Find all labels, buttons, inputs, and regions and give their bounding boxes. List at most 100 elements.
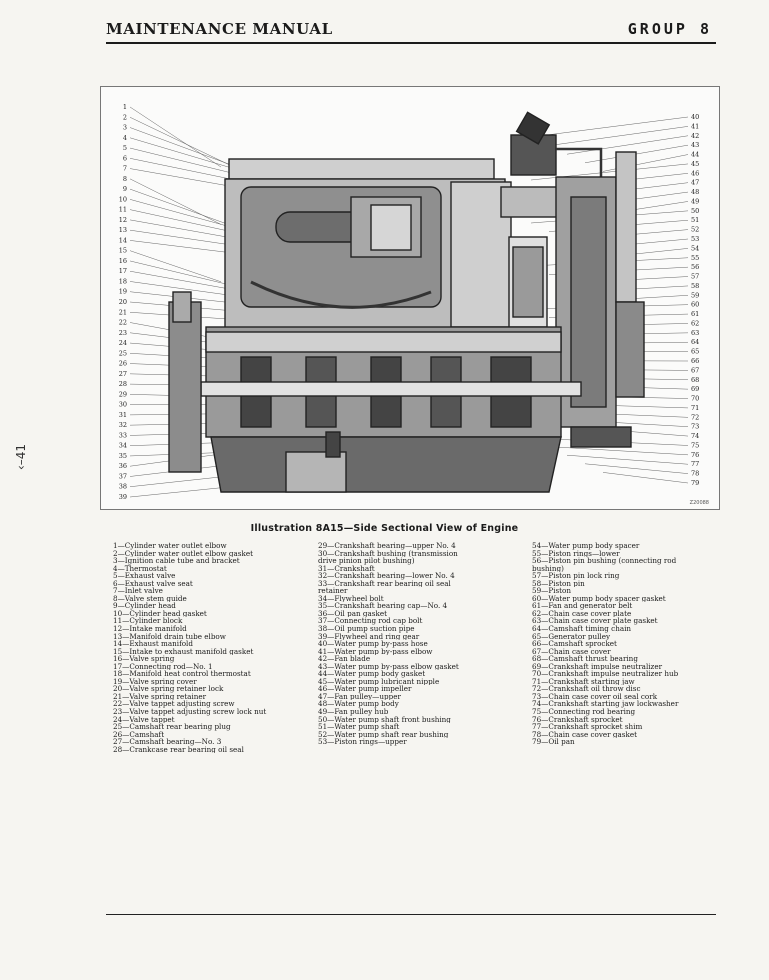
legend-item: 12—Intake manifold — [113, 625, 187, 633]
legend-item: 1—Cylinder water outlet elbow — [113, 542, 227, 550]
legend-item: 45—Water pump lubricant nipple — [318, 677, 440, 686]
legend-item: 37—Connecting rod cap bolt — [318, 617, 423, 626]
legend-item: 2—Cylinder water outlet elbow gasket — [113, 549, 253, 558]
callout-number-left: 28 — [119, 380, 127, 388]
legend-item: 59—Piston — [532, 587, 572, 595]
legend-item: 66—Camshaft sprocket — [532, 640, 617, 648]
callout-number-right: 46 — [691, 169, 699, 177]
callout-number-right: 72 — [691, 413, 699, 421]
callout-number-right: 47 — [691, 179, 699, 187]
legend-item: 62—Chain case cover plate — [532, 609, 632, 618]
callout-number-right: 70 — [691, 395, 699, 403]
engine-sectional-drawing: 1234567891011121314151617181920212223242… — [119, 103, 700, 501]
callout-number-right: 76 — [691, 451, 699, 459]
legend-item: 41—Water pump by-pass elbow — [318, 647, 433, 656]
callout-number-right: 63 — [691, 329, 699, 337]
legend-item: 29—Crankshaft bearing—upper No. 4 — [318, 542, 456, 550]
callout-number-right: 45 — [691, 160, 699, 168]
callout-number-right: 60 — [691, 301, 699, 309]
legend-item: 5—Exhaust valve — [113, 572, 176, 580]
legend-item: 56—Piston pin bushing (connecting rod — [532, 557, 677, 565]
leader-line — [548, 446, 689, 456]
callout-number-right: 79 — [691, 479, 699, 487]
legend-item: 31—Crankshaft — [318, 564, 375, 573]
group-label: GROUP 8 — [627, 20, 712, 38]
legend-item: 63—Chain case cover plate gasket — [532, 617, 658, 626]
legend-item: 22—Valve tappet adjusting screw — [113, 700, 235, 709]
callout-number-right: 42 — [691, 132, 699, 140]
page-header: MAINTENANCE MANUAL GROUP 8 — [0, 0, 769, 50]
legend-item: 76—Crankshaft sprocket — [532, 715, 623, 724]
footer-rule — [106, 914, 716, 915]
legend-item: 46—Water pump impeller — [318, 685, 412, 693]
legend-item: 14—Exhaust manifold — [113, 640, 193, 648]
callout-number-left: 1 — [123, 103, 127, 111]
legend-item: 48—Water pump body — [318, 700, 399, 709]
callout-number-left: 12 — [119, 216, 127, 224]
callout-number-right: 51 — [691, 216, 699, 224]
legend-item: 74—Crankshaft starting jaw lockwasher — [532, 700, 679, 709]
legend-item: 6—Exhaust valve seat — [113, 579, 193, 588]
legend-item: 9—Cylinder head — [113, 602, 176, 610]
callout-number-left: 10 — [119, 195, 127, 203]
legend-item: 71—Crankshaft starting jaw — [532, 677, 635, 686]
callout-number-left: 38 — [119, 483, 127, 491]
side-page-number: ‹–41 — [14, 443, 29, 471]
manual-title: MAINTENANCE MANUAL — [106, 20, 333, 38]
legend-item: 18—Manifold heat control thermostat — [113, 670, 251, 678]
callout-number-left: 14 — [119, 236, 127, 244]
callout-number-left: 31 — [119, 411, 127, 419]
callout-number-left: 19 — [119, 288, 127, 296]
callout-number-left: 20 — [119, 298, 127, 306]
legend-item: bushing) — [532, 564, 564, 573]
callout-number-right: 59 — [691, 291, 699, 299]
legend-item: 19—Valve spring cover — [113, 677, 197, 686]
legend-item: 77—Crankshaft sprocket shim — [532, 723, 643, 731]
legend-item: 55—Piston rings—lower — [532, 549, 620, 558]
legend-item: 44—Water pump body gasket — [318, 670, 426, 678]
engine-block — [168, 111, 645, 493]
callout-number-right: 55 — [691, 254, 699, 262]
legend-item: 67—Chain case cover — [532, 647, 611, 656]
leader-line — [566, 454, 689, 465]
legend-item: 40—Water pump by-pass hose — [318, 640, 428, 648]
callout-number-right: 54 — [691, 244, 699, 252]
callout-number-left: 36 — [119, 462, 127, 470]
legend-item: 72—Crankshaft oil throw disc — [532, 685, 641, 693]
callout-number-right: 49 — [691, 197, 699, 205]
leader-line — [602, 472, 689, 484]
callout-number-left: 30 — [119, 401, 127, 409]
legend-item: 38—Oil pump suction pipe — [318, 625, 415, 633]
callout-number-left: 7 — [123, 165, 127, 173]
legend-item: 54—Water pump body spacer — [532, 542, 640, 550]
legend-item: 39—Flywheel and ring gear — [318, 632, 420, 641]
callout-number-left: 17 — [119, 267, 127, 275]
callout-number-right: 40 — [691, 113, 699, 121]
legend-item: 52—Water pump shaft rear bushing — [318, 730, 449, 739]
callout-number-left: 37 — [119, 472, 127, 480]
leader-line — [584, 463, 689, 474]
legend-item: 13—Manifold drain tube elbow — [113, 632, 226, 641]
figure-code: Z20088 — [689, 500, 709, 506]
callout-number-right: 73 — [691, 423, 699, 431]
callout-number-left: 16 — [119, 257, 127, 265]
callout-number-left: 27 — [119, 370, 127, 378]
callout-number-right: 56 — [691, 263, 699, 271]
legend-item: 34—Flywheel bolt — [318, 594, 384, 603]
callout-number-right: 75 — [691, 441, 699, 449]
callout-number-left: 6 — [123, 154, 127, 162]
legend-item: 11—Cylinder block — [113, 617, 183, 626]
legend-item: 47—Fan pulley—upper — [318, 692, 401, 701]
callout-number-left: 18 — [119, 277, 127, 285]
callout-number-left: 9 — [123, 185, 127, 193]
legend-item: 78—Chain case cover gasket — [532, 730, 637, 739]
legend-item: 70—Crankshaft impulse neutralizer hub — [532, 670, 679, 678]
callout-number-left: 15 — [119, 247, 127, 255]
legend-item: 42—Fan blade — [318, 655, 371, 663]
callout-number-left: 25 — [119, 349, 127, 357]
legend-item: 10—Cylinder head gasket — [113, 609, 207, 618]
callout-number-right: 78 — [691, 470, 699, 478]
legend-item: 20—Valve spring retainer lock — [113, 685, 224, 693]
